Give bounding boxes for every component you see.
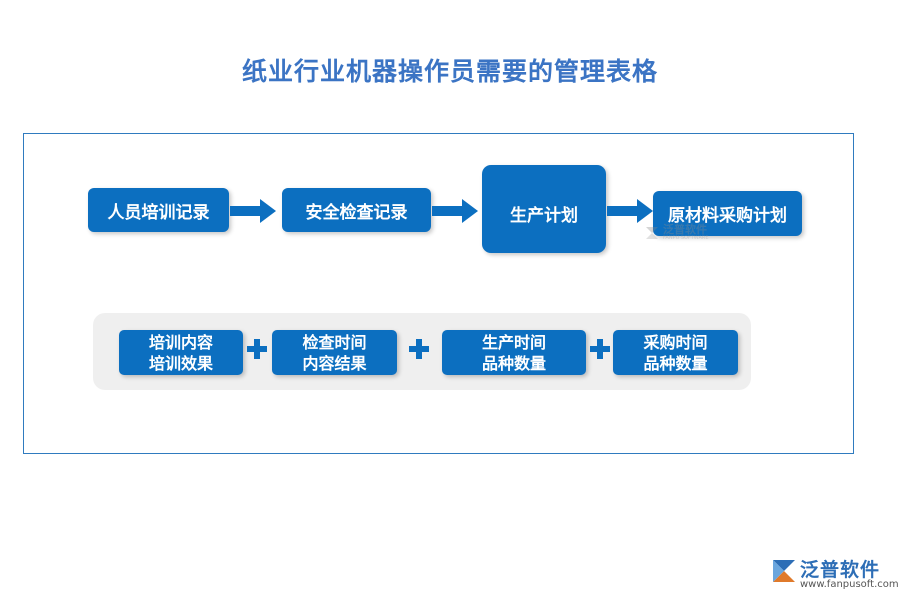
plus-icon (245, 337, 269, 361)
step-label: 人员培训记录 (107, 202, 210, 223)
fanpu-logo-icon (773, 560, 795, 582)
brand-logo: 泛普软件 www.fanpusoft.com (770, 553, 899, 593)
arrow-right-icon (432, 199, 478, 223)
detail-line: 品种数量 (643, 353, 708, 373)
step-label: 生产计划 (510, 206, 578, 226)
step-raw-material-purchase-plan: 原材料采购计划 (653, 191, 802, 236)
step-label: 原材料采购计划 (668, 206, 787, 226)
detail-card-production: 生产时间 品种数量 (442, 330, 586, 375)
detail-line: 培训效果 (148, 353, 213, 373)
brand-url: www.fanpusoft.com (800, 579, 899, 590)
detail-line: 品种数量 (481, 353, 546, 373)
detail-line: 内容结果 (302, 353, 367, 373)
detail-card-purchase: 采购时间 品种数量 (613, 330, 738, 375)
step-safety-inspection-record: 安全检查记录 (282, 188, 431, 232)
detail-card-training: 培训内容 培训效果 (119, 330, 243, 375)
diagram-title: 纸业行业机器操作员需要的管理表格 (241, 57, 658, 86)
brand-name: 泛普软件 (800, 559, 881, 581)
watermark: 泛普软件 FANPU SOFTWARE (644, 224, 709, 242)
watermark-name: 泛普软件 (663, 223, 707, 236)
arrow-right-icon (230, 199, 276, 223)
watermark-sub: FANPU SOFTWARE (663, 235, 709, 241)
arrow-right-icon (607, 199, 653, 223)
detail-line: 采购时间 (643, 332, 708, 352)
step-label: 安全检查记录 (305, 202, 408, 223)
diagram-frame (23, 133, 854, 454)
detail-line: 检查时间 (302, 332, 367, 352)
detail-card-inspection: 检查时间 内容结果 (272, 330, 397, 375)
step-personnel-training-record: 人员培训记录 (88, 188, 229, 232)
plus-icon (588, 337, 612, 361)
fanpu-logo-icon (646, 227, 658, 239)
plus-icon (407, 337, 431, 361)
step-production-plan: 生产计划 (482, 165, 606, 253)
detail-line: 培训内容 (148, 332, 213, 352)
detail-line: 生产时间 (481, 332, 546, 352)
